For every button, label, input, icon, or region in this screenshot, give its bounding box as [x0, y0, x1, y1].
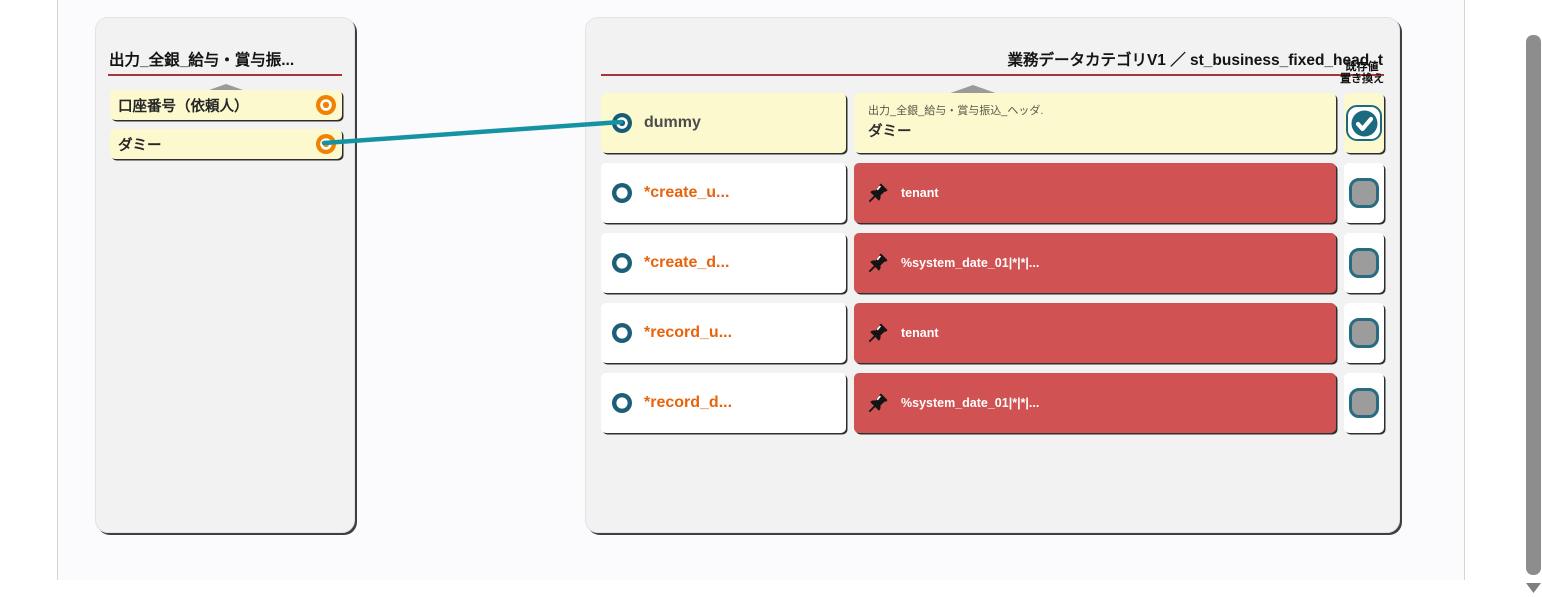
checkbox-unchecked-icon [1349, 248, 1379, 278]
replace-existing-checkbox[interactable] [1344, 163, 1384, 223]
pushpin-icon [868, 323, 888, 343]
target-row-create-u: *create_u... tenant [601, 163, 1391, 223]
target-field-cell[interactable]: *record_d... [601, 373, 846, 433]
replace-existing-checkbox[interactable] [1344, 93, 1384, 153]
source-port-icon[interactable] [315, 94, 337, 116]
mapped-value-cell[interactable]: 出力_全銀_給与・賞与振込_ヘッダ. ダミー [854, 93, 1336, 153]
source-port-connected-icon[interactable] [315, 133, 337, 155]
vertical-scrollbar-thumb[interactable] [1526, 35, 1541, 575]
target-field-name: *create_u... [644, 184, 730, 201]
target-port-icon[interactable] [611, 182, 633, 204]
mapping-source-field: ダミー [868, 124, 912, 140]
target-row-dummy: dummy 出力_全銀_給与・賞与振込_ヘッダ. ダミー [601, 93, 1391, 153]
source-panel-title: 出力_全銀_給与・賞与振... [109, 52, 295, 69]
checkbox-unchecked-icon [1349, 178, 1379, 208]
replace-existing-checkbox[interactable] [1344, 373, 1384, 433]
checkbox-unchecked-icon [1349, 318, 1379, 348]
replace-existing-column-header: 既存値 置き換え [1333, 61, 1391, 85]
source-field-label: 口座番号（依頼人） [118, 98, 249, 115]
scroll-down-arrow-icon[interactable] [1526, 583, 1541, 593]
target-field-name: *record_u... [644, 324, 733, 341]
replace-header-line2: 置き換え [1340, 72, 1384, 85]
pushpin-icon [868, 253, 888, 273]
source-field-row[interactable]: 口座番号（依頼人） [110, 90, 342, 120]
target-field-name: *record_d... [644, 394, 733, 411]
source-field-label: ダミー [118, 137, 162, 154]
checkbox-unchecked-icon [1349, 388, 1379, 418]
fixed-value-cell[interactable]: %system_date_01|*|*|... [854, 373, 1336, 433]
target-panel-title: 業務データカテゴリV1 ／ st_business_fixed_head_t [1007, 52, 1383, 69]
check-icon [1351, 110, 1377, 136]
target-field-cell[interactable]: *record_u... [601, 303, 846, 363]
target-collapse-arrow-icon[interactable] [942, 85, 1004, 96]
target-port-icon[interactable] [611, 322, 633, 344]
target-row-create-d: *create_d... %system_date_01|*|*|... [601, 233, 1391, 293]
fixed-value-text: %system_date_01|*|*|... [901, 396, 1040, 410]
target-field-cell[interactable]: *create_u... [601, 163, 846, 223]
target-panel: 業務データカテゴリV1 ／ st_business_fixed_head_t 既… [585, 17, 1400, 533]
target-field-cell[interactable]: dummy [601, 93, 846, 153]
target-field-name: *create_d... [644, 254, 730, 271]
replace-existing-checkbox[interactable] [1344, 233, 1384, 293]
checkbox-checked-icon [1346, 105, 1382, 141]
target-port-icon[interactable] [611, 252, 633, 274]
target-rows: dummy 出力_全銀_給与・賞与振込_ヘッダ. ダミー [601, 93, 1391, 443]
pushpin-icon [868, 393, 888, 413]
source-panel: 出力_全銀_給与・賞与振... 口座番号（依頼人） ダミー [95, 17, 355, 533]
target-field-cell[interactable]: *create_d... [601, 233, 846, 293]
source-field-row[interactable]: ダミー [110, 129, 342, 159]
target-field-name: dummy [644, 114, 701, 131]
target-port-icon[interactable] [611, 392, 633, 414]
target-row-record-d: *record_d... %system_date_01|*|*|... [601, 373, 1391, 433]
replace-existing-checkbox[interactable] [1344, 303, 1384, 363]
target-title-rule [601, 74, 1384, 76]
mapping-source-path: 出力_全銀_給与・賞与振込_ヘッダ. [868, 105, 1044, 117]
fixed-value-cell[interactable]: %system_date_01|*|*|... [854, 233, 1336, 293]
fixed-value-text: tenant [901, 326, 939, 340]
fixed-value-text: %system_date_01|*|*|... [901, 256, 1040, 270]
pushpin-icon [868, 183, 888, 203]
source-title-rule [108, 74, 342, 76]
target-row-record-u: *record_u... tenant [601, 303, 1391, 363]
fixed-value-cell[interactable]: tenant [854, 163, 1336, 223]
fixed-value-cell[interactable]: tenant [854, 303, 1336, 363]
replace-header-line1: 既存値 [1345, 61, 1379, 73]
fixed-value-text: tenant [901, 186, 939, 200]
target-port-connected-icon[interactable] [611, 112, 633, 134]
source-collapse-arrow-icon[interactable] [195, 84, 257, 95]
